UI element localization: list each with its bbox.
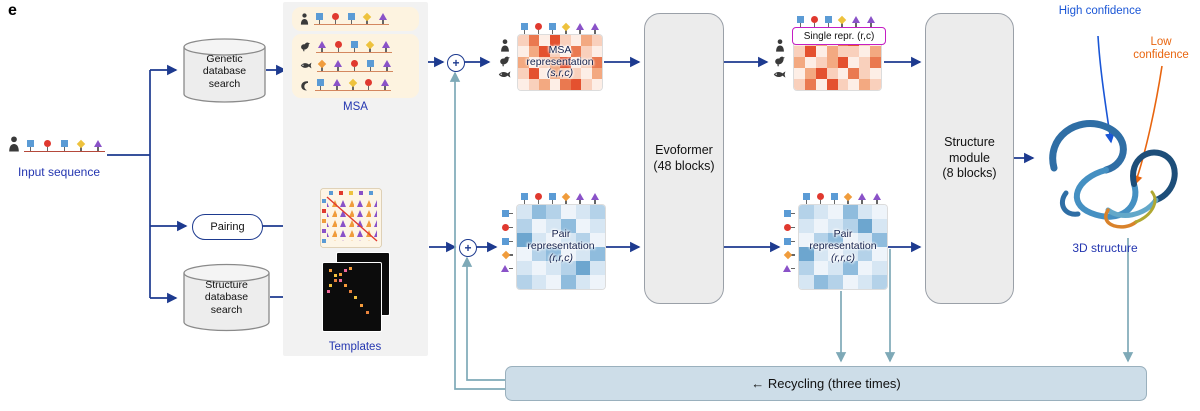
panel-label: e: [8, 2, 17, 19]
protein-structure: [1036, 98, 1188, 245]
recycle-to-plus2: [461, 256, 506, 381]
high-confidence-label: High confidence: [1058, 5, 1142, 17]
msa-row: [300, 79, 411, 92]
recycling-label: ← Recycling (three times): [751, 376, 901, 391]
template-front-square: [322, 262, 382, 332]
chicken-icon: [774, 56, 785, 67]
person-icon: [500, 39, 509, 52]
plus-circle-pair: +: [459, 239, 477, 257]
pair-grid: [320, 188, 382, 253]
single-repr-badge: Single repr. (r,c): [792, 27, 886, 45]
msa-label: MSA: [343, 101, 368, 113]
single-repr-species-icons: [773, 39, 786, 79]
fish-icon: [498, 71, 511, 78]
msa-row: [300, 59, 411, 72]
fish-icon: [300, 63, 312, 69]
pair-grid-diagonal: [326, 196, 378, 242]
single-repr-top-glyphs: [797, 15, 875, 27]
pair-representation-label: Pair representation(r,r,c): [527, 228, 595, 264]
msa-query-box: [292, 7, 419, 31]
recycle-to-plus1: [449, 71, 506, 390]
msa-repr-top-glyphs: [521, 22, 599, 34]
genetic-database-search: Genetic database search: [183, 37, 266, 104]
pair-grid-edge-glyphs: [322, 191, 373, 243]
templates-label: Templates: [328, 341, 382, 353]
templates: [322, 252, 392, 336]
genetic-db-label: Genetic database search: [202, 53, 247, 90]
structure-module: Structure module (8 blocks): [925, 13, 1014, 304]
evoformer-title: Evoformer: [655, 142, 713, 157]
plus-sign: +: [452, 56, 460, 70]
structure-db-label: Structure database search: [204, 279, 249, 316]
msa-query-glyphs: [314, 12, 389, 25]
msa-repr-species-icons: [498, 39, 511, 79]
msa-row-glyphs: [315, 79, 391, 92]
pair-representation-heatmap: [517, 205, 605, 289]
msa-row: [300, 40, 411, 53]
structure-module-sub: (8 blocks): [942, 166, 997, 181]
arrow-input-trunk: [107, 70, 151, 298]
input-sequence: [8, 136, 105, 152]
structure-module-title: Structure module: [944, 135, 995, 165]
plus-circle-msa: +: [447, 54, 465, 72]
input-sequence-label: Input sequence: [17, 165, 101, 179]
person-icon: [300, 13, 309, 25]
pair-repr-left-glyphs: [501, 210, 513, 272]
database-cylinder-icon: [183, 38, 266, 103]
structure-database-search: Structure database search: [183, 263, 270, 333]
chicken-icon: [499, 56, 510, 67]
input-sequence-glyphs: [24, 139, 105, 152]
msa-alignments-box: [292, 34, 419, 98]
chicken-icon: [301, 42, 311, 52]
low-confidence-arrow: [1133, 65, 1163, 186]
recycling-bar: ← Recycling (three times): [505, 366, 1147, 401]
contact-dots: [327, 267, 369, 314]
3d-structure-label: 3D structure: [1072, 241, 1138, 255]
msa-representation-heatmap: [518, 35, 602, 90]
pair2-left-glyphs: [783, 210, 795, 272]
shrimp-icon: [301, 81, 308, 91]
pairing-node: Pairing: [192, 214, 263, 240]
pair-repr-top-glyphs: [521, 192, 599, 204]
pair-representation2-heatmap: [799, 205, 887, 289]
evoformer-sub: (48 blocks): [653, 158, 715, 173]
evoformer-module: Evoformer (48 blocks): [644, 13, 724, 304]
pairing-label: Pairing: [210, 221, 245, 233]
msa-representation-label: MSA representation(s,r,c): [526, 43, 594, 80]
person-icon: [9, 136, 19, 152]
pair2-top-glyphs: [803, 192, 881, 204]
msa-row-glyphs: [316, 40, 392, 53]
pair-representation2-label: Pair representation(r,r,c): [809, 228, 877, 264]
person-icon: [775, 39, 784, 52]
msa-row-glyphs: [317, 59, 393, 72]
low-confidence-label: Low confidence: [1133, 36, 1189, 62]
database-cylinder-icon: [183, 263, 270, 332]
plus-sign: +: [464, 241, 472, 255]
fish-icon: [773, 71, 786, 78]
